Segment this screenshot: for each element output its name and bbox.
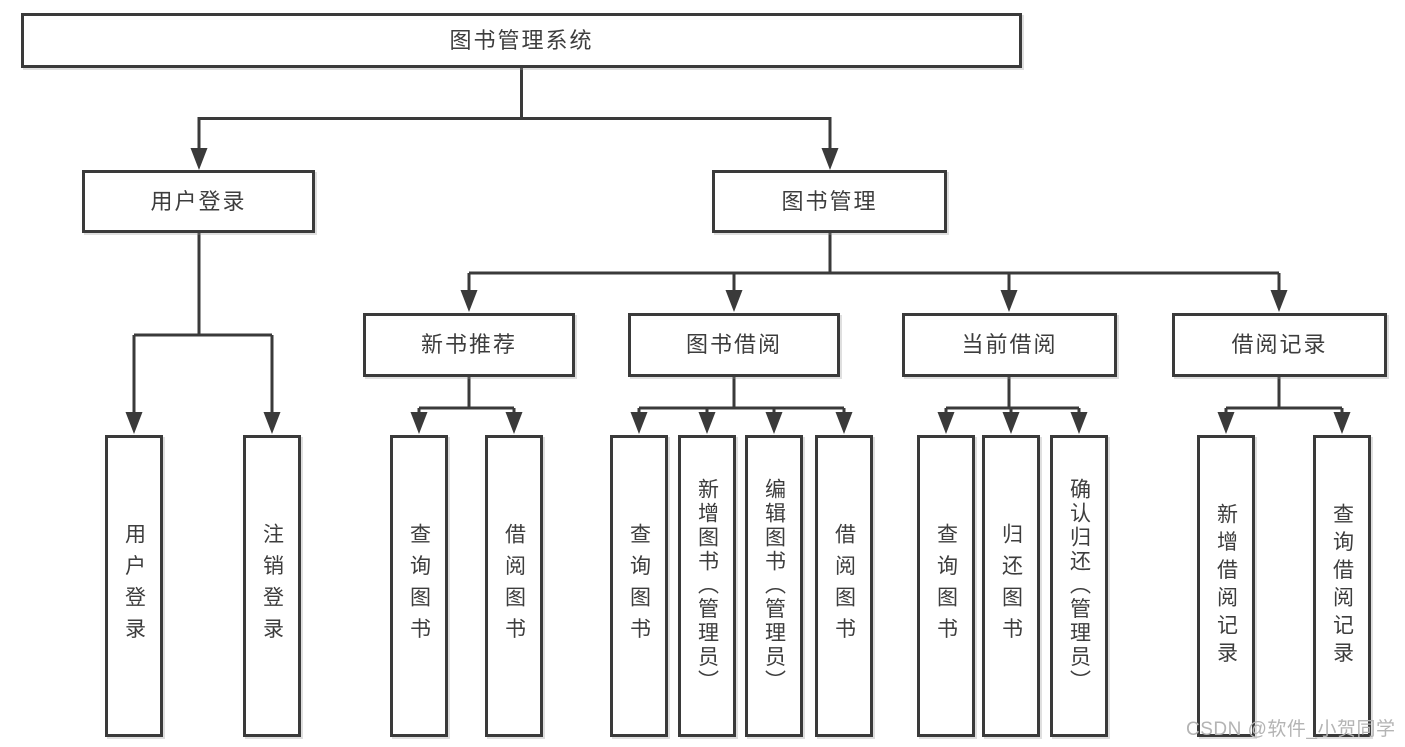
node-book-management: 图书管理 xyxy=(712,170,947,233)
node-query-books-borrowing: 查询图书 xyxy=(610,435,668,737)
node-label: 编辑图书（管理员） xyxy=(762,478,786,694)
connector-root-to-level2 xyxy=(190,68,839,170)
node-label: 新增图书（管理员） xyxy=(695,478,719,694)
arrow-down-icon xyxy=(410,412,428,434)
node-query-books-newbook: 查询图书 xyxy=(390,435,448,737)
node-library-management-system: 图书管理系统 xyxy=(21,13,1022,68)
arrow-down-icon xyxy=(1270,290,1288,312)
arrow-down-icon xyxy=(1070,412,1088,434)
node-add-borrow-record: 新增借阅记录 xyxy=(1197,435,1255,737)
arrow-down-icon xyxy=(835,412,853,434)
node-label: 查询借阅记录 xyxy=(1330,502,1354,670)
arrow-down-icon xyxy=(1002,412,1020,434)
arrow-down-icon xyxy=(1217,412,1235,434)
node-label: 图书管理系统 xyxy=(449,27,594,53)
connector-records-to-leaves xyxy=(1217,377,1351,434)
node-label: 借阅记录 xyxy=(1231,332,1328,357)
arrow-down-icon xyxy=(698,412,716,434)
node-label: 查询图书 xyxy=(627,523,651,649)
node-label: 用户登录 xyxy=(150,188,247,214)
node-borrow-books-borrowing: 借阅图书 xyxy=(815,435,873,737)
node-label: 图书管理 xyxy=(781,188,878,214)
arrow-down-icon xyxy=(937,412,955,434)
node-query-borrow-record: 查询借阅记录 xyxy=(1313,435,1371,737)
arrow-down-icon xyxy=(263,412,281,434)
arrow-down-icon xyxy=(460,290,478,312)
arrow-down-icon xyxy=(725,290,743,312)
node-query-books-current: 查询图书 xyxy=(917,435,975,737)
node-return-books: 归还图书 xyxy=(982,435,1040,737)
node-label: 注销登录 xyxy=(260,523,284,649)
arrow-down-icon xyxy=(765,412,783,434)
arrow-down-icon xyxy=(1333,412,1351,434)
connector-current-borrowing-to-leaves xyxy=(937,377,1088,434)
arrow-down-icon xyxy=(125,412,143,434)
connector-book-borrowing-to-leaves xyxy=(630,377,853,434)
node-confirm-return-admin: 确认归还（管理员） xyxy=(1050,435,1108,737)
connector-user-login-to-leaves xyxy=(125,233,281,434)
node-label: 归还图书 xyxy=(999,523,1023,649)
node-add-books-admin: 新增图书（管理员） xyxy=(678,435,736,737)
node-borrow-books-newbook: 借阅图书 xyxy=(485,435,543,737)
node-user-login-action: 用户登录 xyxy=(105,435,163,737)
connector-book-mgmt-to-level3 xyxy=(460,233,1288,312)
arrow-down-icon xyxy=(1000,290,1018,312)
node-label: 用户登录 xyxy=(122,523,146,649)
node-label: 查询图书 xyxy=(407,523,431,649)
node-label: 借阅图书 xyxy=(832,523,856,649)
node-label: 借阅图书 xyxy=(502,523,526,649)
node-new-book-recommendation: 新书推荐 xyxy=(363,313,575,377)
connector-new-book-to-leaves xyxy=(410,377,523,434)
node-label: 确认归还（管理员） xyxy=(1067,478,1091,694)
node-borrowing-records: 借阅记录 xyxy=(1172,313,1387,377)
node-label: 图书借阅 xyxy=(685,332,782,357)
arrow-down-icon xyxy=(630,412,648,434)
csdn-watermark: CSDN @软件_小贺同学 xyxy=(1186,719,1396,740)
arrow-down-icon xyxy=(190,148,208,170)
node-label: 查询图书 xyxy=(934,523,958,649)
node-label: 新增借阅记录 xyxy=(1214,502,1238,670)
node-edit-books-admin: 编辑图书（管理员） xyxy=(745,435,803,737)
node-logout: 注销登录 xyxy=(243,435,301,737)
node-current-borrowing: 当前借阅 xyxy=(902,313,1117,377)
node-label: 新书推荐 xyxy=(420,332,517,357)
arrow-down-icon xyxy=(505,412,523,434)
node-book-borrowing: 图书借阅 xyxy=(628,313,840,377)
node-label: 当前借阅 xyxy=(961,332,1058,357)
arrow-down-icon xyxy=(821,148,839,170)
node-user-login: 用户登录 xyxy=(82,170,315,233)
